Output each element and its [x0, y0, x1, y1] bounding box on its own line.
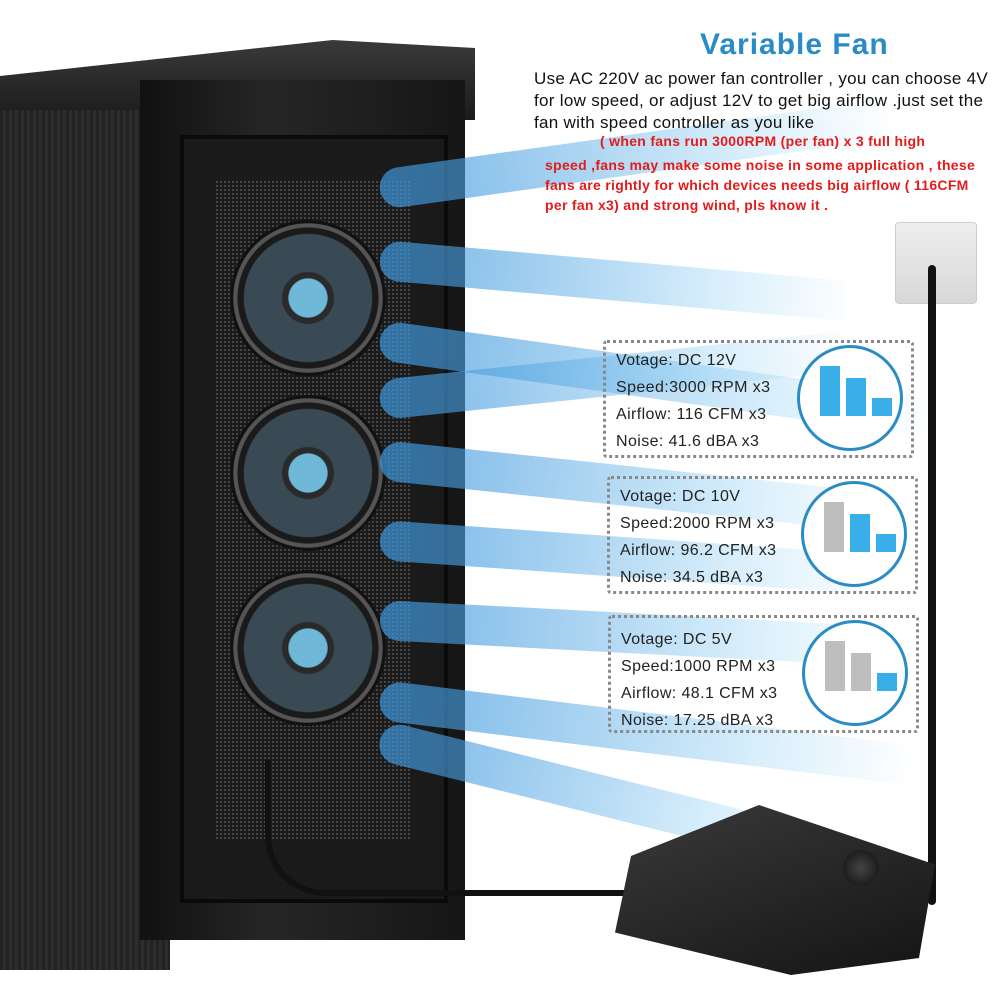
mode-box-10v: Votage: DC 10V Speed:2000 RPM x3 Airflow: …: [607, 476, 918, 594]
level-bar: [851, 653, 871, 691]
fan-cable: [265, 760, 631, 896]
warning-line-1: ( when fans run 3000RPM (per fan) x 3 fu…: [600, 133, 926, 149]
warning-text: speed ,fans may make some noise in some …: [545, 157, 976, 213]
description: Use AC 220V ac power fan controller , yo…: [534, 69, 989, 132]
title: Variable Fan: [700, 28, 889, 61]
voltage: Votage: DC 10V: [620, 488, 741, 505]
fan-3: [230, 570, 386, 726]
mode-box-5v: Votage: DC 5V Speed:1000 RPM x3 Airflow: 4…: [608, 615, 919, 733]
level-bar: [846, 378, 866, 416]
fan-2: [230, 395, 386, 551]
voltage: Votage: DC 5V: [621, 631, 733, 648]
speed: Speed:2000 RPM x3: [620, 515, 775, 532]
airflow: Airflow: 48.1 CFM x3: [621, 685, 778, 702]
speed: Speed:1000 RPM x3: [621, 658, 776, 675]
speed-level-icon: [801, 481, 907, 587]
level-bar: [872, 398, 892, 416]
level-bar: [876, 534, 896, 552]
mode-box-12v: Votage: DC 12V Speed:3000 RPM x3 Airflow: …: [603, 340, 914, 458]
noise: Noise: 17.25 dBA x3: [621, 712, 774, 729]
noise: Noise: 41.6 dBA x3: [616, 433, 760, 450]
power-cord: [928, 265, 936, 905]
level-bar: [877, 673, 897, 691]
speed-knob: [843, 850, 879, 886]
noise: Noise: 34.5 dBA x3: [620, 569, 764, 586]
level-bar: [820, 366, 840, 416]
airflow: Airflow: 96.2 CFM x3: [620, 542, 777, 559]
speed-level-icon: [802, 620, 908, 726]
airflow: Airflow: 116 CFM x3: [616, 406, 767, 423]
level-bar: [824, 502, 844, 552]
speed: Speed:3000 RPM x3: [616, 379, 771, 396]
level-bar: [825, 641, 845, 691]
level-bar: [850, 514, 870, 552]
speed-level-icon: [797, 345, 903, 451]
fan-1: [230, 220, 386, 376]
wall-outlet-plug: [895, 222, 977, 304]
voltage: Votage: DC 12V: [616, 352, 737, 369]
